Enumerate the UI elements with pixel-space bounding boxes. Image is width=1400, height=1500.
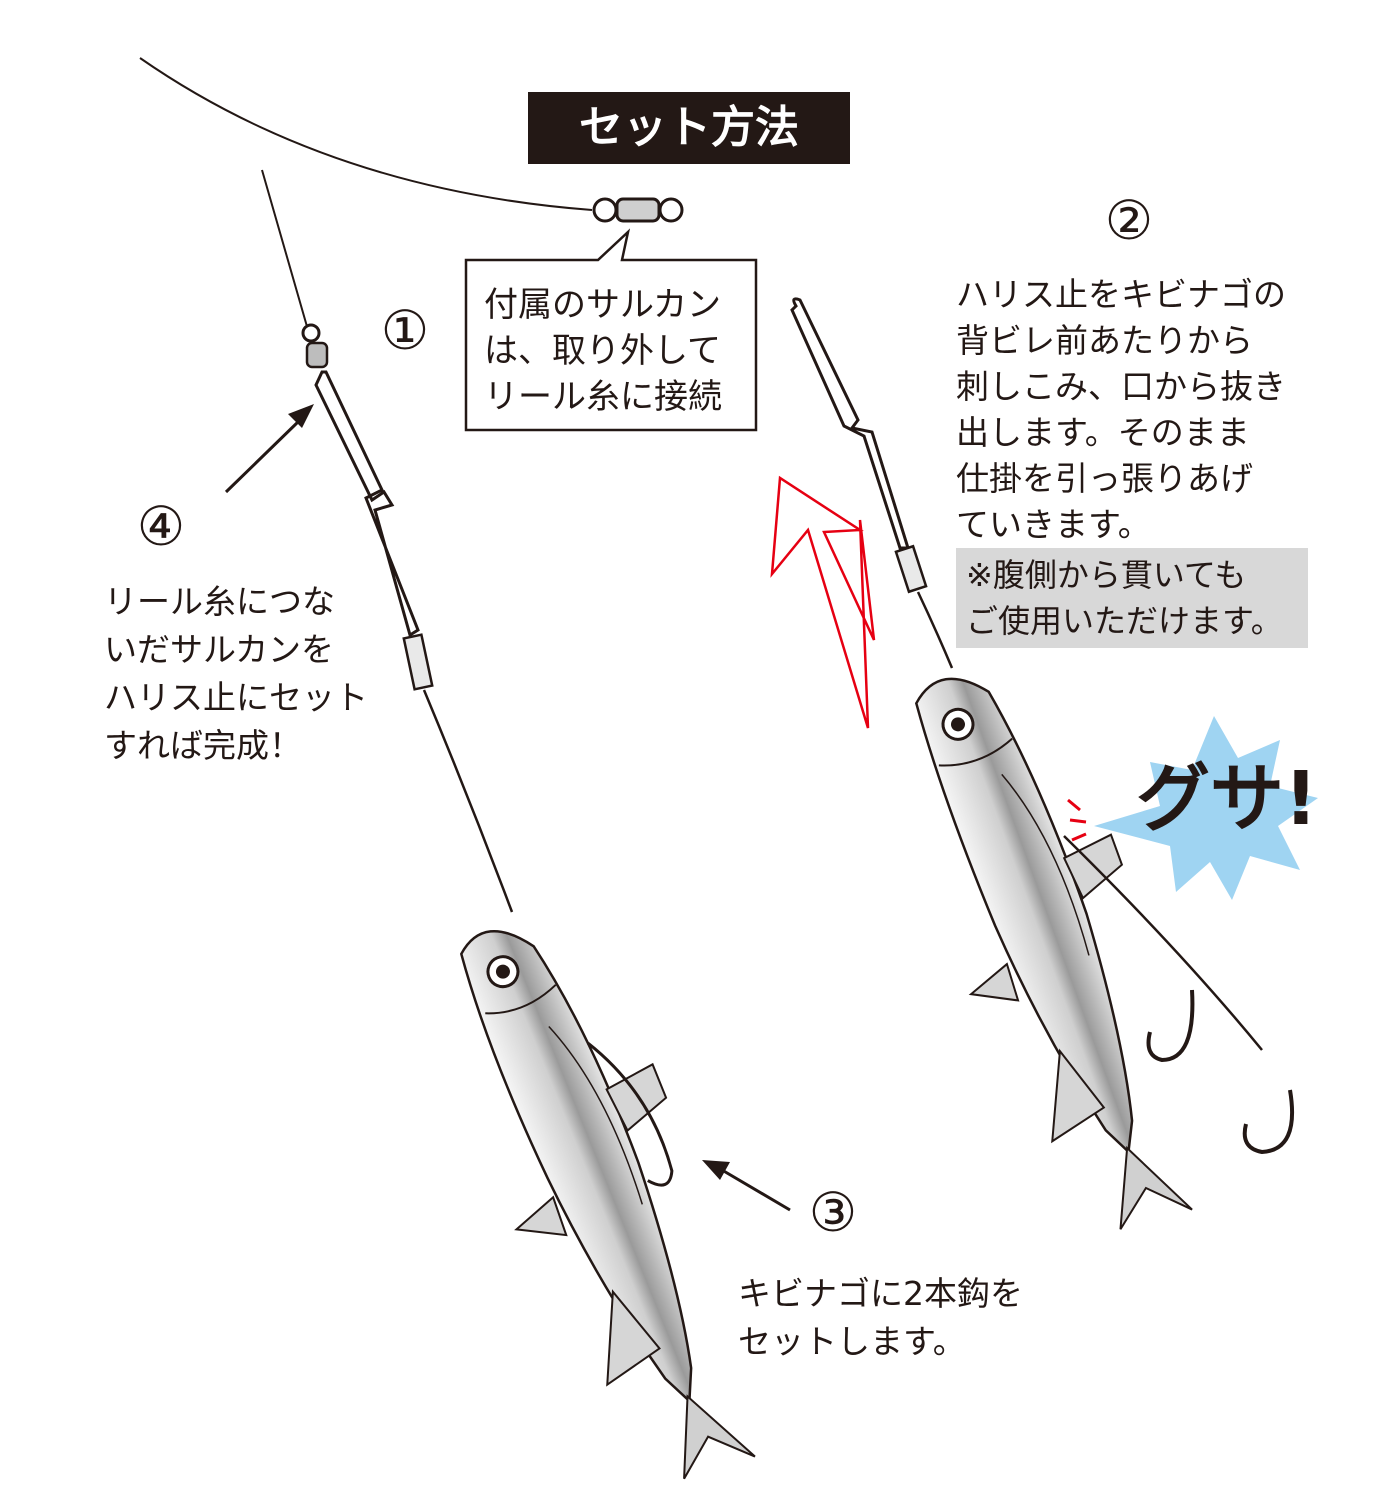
impact-burst-icon [1094, 716, 1318, 900]
step-3-text: キビナゴに2本鈎を セットします。 [738, 1274, 1023, 1361]
fish-right [914, 677, 1193, 1230]
leader-right [916, 591, 954, 669]
callout-text: 付属のサルカン は、取り外して リール糸に接続 [484, 285, 722, 417]
step-4-text: リール糸につな いだサルカンを ハリス止にセット すれば完成！ [104, 582, 368, 765]
arrow-step3-icon [702, 1160, 791, 1212]
impact-lines-icon [1067, 798, 1087, 842]
page-title: セット方法 [528, 92, 850, 164]
harris-stopper-left [314, 370, 420, 638]
pull-up-arrow-icon [770, 475, 876, 729]
sleeve-right [894, 544, 928, 594]
sleeve-left [402, 633, 434, 691]
leader-left [422, 689, 514, 913]
step-2-note-box [956, 548, 1308, 648]
hook-1-icon [1146, 989, 1195, 1063]
swivel-icon [592, 197, 684, 223]
step-2-note: ※腹側から貫いても ご使用いただけます。 [966, 556, 1283, 640]
rig-line-left [261, 169, 309, 331]
hook-line-right [1063, 835, 1263, 1051]
harris-stopper-right [790, 297, 911, 550]
arrow-step4-icon [224, 404, 314, 494]
fish-left [459, 930, 756, 1480]
reel-line [139, 57, 593, 211]
step-2-number: ② [1104, 189, 1154, 252]
step-2-text: ハリス止をキビナゴの 背ビレ前あたりから 刺しこみ、口から抜き 出します。そのま… [956, 275, 1286, 544]
swivel-connected-icon [301, 323, 329, 369]
hook-2-icon [1242, 1089, 1295, 1155]
gusa-sound-effect: グサ! [1136, 756, 1318, 842]
step-1-number: ① [380, 299, 430, 362]
step-4-number: ④ [136, 495, 186, 558]
step-3-number: ③ [808, 1181, 858, 1244]
callout-bubble [464, 228, 758, 432]
